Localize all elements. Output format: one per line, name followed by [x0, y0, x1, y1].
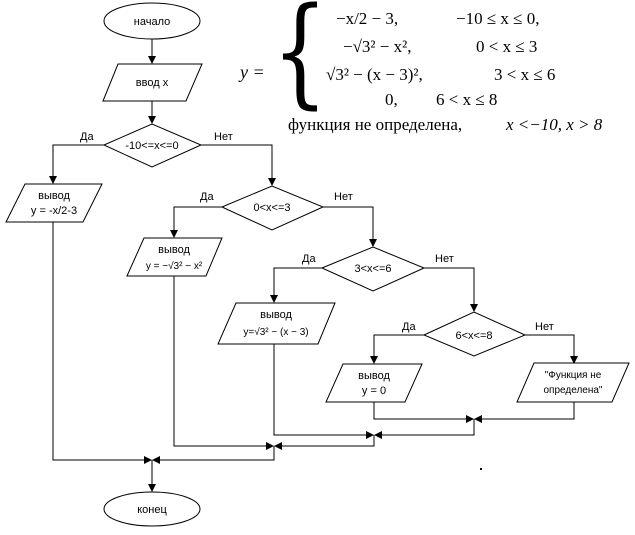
arrowhead-merge-3-to-2	[274, 442, 282, 450]
formula-row4-cond: 6 < x ≤ 8	[436, 90, 497, 109]
connector-cond2-no	[323, 206, 374, 241]
connector-out1-down	[52, 222, 146, 461]
output-3-line1: вывод	[260, 309, 292, 321]
formula-row2-expr: −√3² − x²,	[343, 37, 411, 56]
connector-merge-3-to-2	[280, 435, 375, 447]
formula-row1-expr: −x/2 − 3,	[336, 9, 398, 28]
formula-row3-expr: √3² − (x − 3)²,	[326, 65, 423, 84]
connector-merge-2-to-1	[158, 446, 275, 461]
connector-out5-down	[480, 402, 575, 420]
arrowhead-cond3-no	[470, 304, 478, 312]
connector-cond2-yes	[173, 206, 222, 232]
connector-out2-down	[173, 276, 268, 447]
arrowhead-out4-merge	[466, 415, 474, 423]
arrowhead-merge-end	[148, 484, 156, 492]
output-2-line1: вывод	[158, 244, 190, 256]
condition-2-no: Нет	[334, 191, 353, 203]
connector-out3-down	[273, 344, 368, 436]
arrowhead-cond2-no	[369, 239, 377, 247]
formula-row3-cond: 3 < x ≤ 6	[494, 65, 555, 84]
condition-3-yes: Да	[302, 253, 316, 265]
connector-out4-down	[373, 402, 468, 420]
condition-1-yes: Да	[80, 131, 94, 143]
connector-merge-4-to-3	[380, 419, 475, 436]
arrowhead-merge-4-to-3	[374, 431, 382, 439]
arrowhead-out3-merge	[366, 431, 374, 439]
condition-4-yes: Да	[402, 321, 416, 333]
output-4-line2: y = 0	[362, 385, 386, 397]
connector-cond1-yes	[52, 144, 104, 178]
output-2-box	[126, 237, 223, 277]
condition-4-label: 6<x<=8	[455, 330, 492, 342]
formula-row2-cond: 0 < x ≤ 3	[476, 37, 537, 56]
formula-row5-expr: функция не определена,	[288, 115, 462, 134]
arrowhead-merge-2-to-1	[152, 456, 160, 464]
output-4-line1: вывод	[358, 370, 390, 382]
output-1-box	[5, 183, 103, 223]
formula-row1-cond: −10 ≤ x ≤ 0,	[456, 9, 540, 28]
arrowhead-input-cond1	[148, 116, 156, 124]
output-5-box	[516, 362, 630, 403]
condition-4-no: Нет	[535, 321, 554, 333]
formula-brace: {	[272, 0, 328, 120]
connector-cond4-no	[525, 334, 575, 358]
output-1-line2: y = -x/2-3	[31, 205, 77, 217]
output-4-box	[325, 363, 423, 403]
output-3-box	[217, 302, 336, 345]
arrowhead-cond1-no	[268, 178, 276, 186]
condition-1-label: -10<=x<=0	[125, 140, 178, 152]
connector-cond3-yes	[273, 267, 322, 297]
arrowhead-out2-merge	[266, 442, 274, 450]
condition-3-label: 3<x<=6	[354, 263, 391, 275]
connector-cond3-no	[424, 267, 475, 306]
formula-row5-cond: x <−10, x > 8	[505, 115, 603, 134]
arrowhead-cond3-yes	[270, 295, 278, 303]
formula-lhs: y =	[238, 62, 265, 82]
condition-1-no: Нет	[214, 131, 233, 143]
input-box	[102, 63, 203, 102]
connector-cond1-no	[201, 144, 273, 180]
condition-3-no: Нет	[435, 253, 454, 265]
output-5-line2: определена"	[544, 385, 603, 396]
arrowhead-cond4-no	[570, 356, 578, 364]
arrowhead-cond2-yes	[170, 230, 178, 238]
arrowhead-out5-merge	[474, 415, 482, 423]
formula-row4-expr: 0,	[385, 90, 398, 109]
stray-dot	[480, 468, 482, 470]
arrowhead-cond4-yes	[370, 356, 378, 364]
arrowhead-start-input	[148, 56, 156, 64]
arrowhead-cond1-yes	[49, 176, 57, 184]
end-terminator	[103, 491, 201, 527]
end-label: конец	[137, 504, 167, 516]
input-label: ввод x	[136, 77, 169, 89]
output-3-line2: y=√3² − (x − 3)	[243, 326, 308, 338]
output-1-line1: вывод	[38, 190, 70, 202]
condition-2-label: 0<x<=3	[253, 202, 290, 214]
connector-cond4-yes	[373, 334, 424, 358]
start-label: начало	[134, 16, 170, 28]
output-5-line1: "Функция не	[545, 370, 602, 381]
arrowhead-out1-merge	[144, 456, 152, 464]
output-2-line2: y = −√3² − x²	[146, 260, 203, 272]
condition-2-yes: Да	[200, 191, 214, 203]
